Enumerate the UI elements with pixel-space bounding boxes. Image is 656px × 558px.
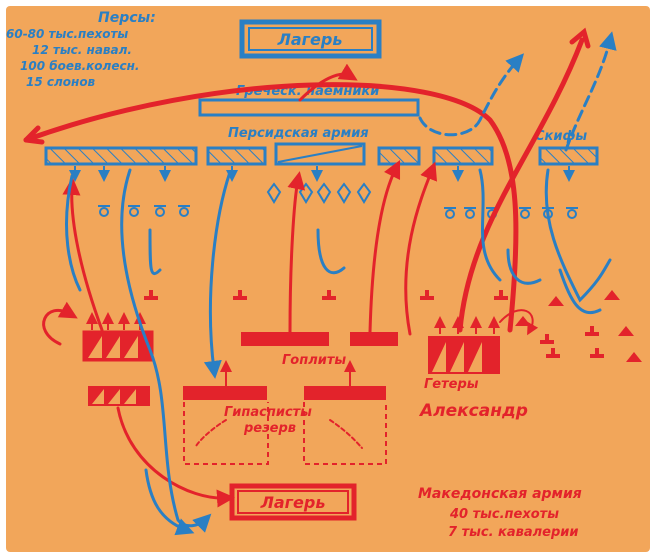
- scythians-label: Скифы: [535, 129, 587, 144]
- blue-movement-arrows: [65, 31, 617, 536]
- hypaspists-reserve: Гипасписты резерв: [183, 386, 387, 465]
- hetairoi-label: Гетеры: [424, 377, 479, 392]
- map-background: [6, 6, 650, 552]
- persian-infantry-count: 60-80 тыс.пехоты: [6, 27, 128, 41]
- hetairoi-cavalry: Гетеры: [424, 316, 500, 392]
- persian-front-line: [44, 142, 599, 166]
- hoplites-label: Гоплиты: [282, 353, 346, 368]
- persian-legend-title: Персы:: [98, 10, 156, 26]
- macedonian-cavalry-count: 7 тыс. кавалерии: [448, 525, 579, 540]
- persian-chariots-count: 100 боев.колесн.: [20, 59, 139, 73]
- macedonian-camp: Лагерь: [229, 483, 357, 521]
- persian-line-markers: [69, 166, 575, 182]
- persian-camp: Лагерь: [239, 19, 382, 59]
- red-movement-arrows: [23, 27, 591, 508]
- persian-army-label: Персидская армия: [228, 126, 369, 141]
- persian-cavalry-count: 12 тыс. навал.: [32, 43, 132, 57]
- macedonian-infantry-count: 40 тыс.пехоты: [449, 507, 559, 522]
- macedonian-legend: Македонская армия 40 тыс.пехоты 7 тыс. к…: [418, 486, 582, 540]
- persian-legend: Персы: 60-80 тыс.пехоты 12 тыс. навал. 1…: [6, 10, 156, 89]
- persian-elephants-count: 15 слонов: [26, 75, 96, 89]
- hypaspists-label: Гипасписты: [224, 405, 312, 420]
- reserve-label: резерв: [243, 421, 296, 436]
- macedonian-left-cavalry: [82, 312, 154, 406]
- macedonian-legend-title: Македонская армия: [418, 486, 582, 502]
- macedonian-small-units: [144, 290, 642, 362]
- hoplites: Гоплиты: [241, 332, 398, 368]
- alexander-label: Александр: [418, 401, 528, 421]
- macedonian-camp-label: Лагерь: [260, 493, 326, 512]
- persian-camp-label: Лагерь: [277, 30, 343, 49]
